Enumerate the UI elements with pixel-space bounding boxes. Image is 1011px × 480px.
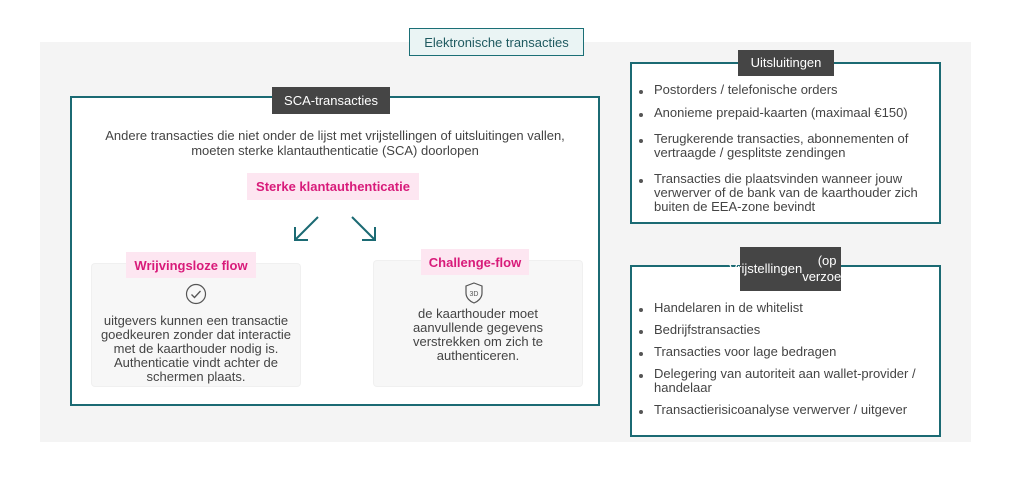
strong-authentication-label: Sterke klantauthenticatie [247, 173, 419, 200]
sca-transactions-label: SCA-transacties [272, 87, 390, 114]
shield-3d-icon: 3D [465, 282, 483, 304]
challenge-flow-label: Challenge-flow [421, 249, 529, 275]
challenge-flow-text: de kaarthouder moet aanvullende gegevens… [412, 306, 544, 363]
bullet-icon [639, 410, 643, 414]
frictionless-flow-text: uitgevers kunnen een transactie goedkeur… [100, 313, 292, 384]
bullet-icon [639, 330, 643, 334]
diagram-title: Elektronische transacties [409, 28, 584, 56]
bullet-icon [639, 90, 643, 94]
exemptions-subtitle: (op verzoek) [802, 253, 853, 284]
bullet-icon [639, 308, 643, 312]
exclusions-list: Postorders / telefonische orders Anoniem… [636, 0, 941, 480]
list-item: Postorders / telefonische orders [636, 83, 941, 97]
list-item: Transactierisicoanalyse verwerver / uitg… [636, 403, 941, 417]
exemptions-title: Vrijstellingen [728, 261, 803, 277]
exemptions-list: Handelaren in de whitelist Bedrijfstrans… [636, 0, 941, 480]
bullet-icon [639, 113, 643, 117]
list-item: Transacties voor lage bedragen [636, 345, 941, 359]
list-item: Terugkerende transacties, abonnementen o… [636, 132, 941, 160]
bullet-icon [639, 374, 643, 378]
exclusions-label: Uitsluitingen [738, 50, 834, 76]
list-item: Anonieme prepaid-kaarten (maximaal €150) [636, 106, 941, 120]
check-circle-icon [185, 283, 207, 305]
arrow-down-right-icon [351, 216, 376, 241]
challenge-flow-card [374, 261, 582, 386]
list-item: Bedrijfstransacties [636, 323, 941, 337]
svg-text:3D: 3D [470, 291, 479, 298]
sca-intro-text: Andere transacties die niet onder de lij… [105, 128, 565, 158]
exemptions-box [630, 265, 941, 437]
bullet-icon [639, 179, 643, 183]
bullet-icon [639, 352, 643, 356]
arrow-down-left-icon [294, 216, 319, 241]
frictionless-flow-label: Wrijvingsloze flow [126, 252, 256, 278]
exclusions-box [630, 62, 941, 224]
exemptions-label: Vrijstellingen (op verzoek) [729, 247, 852, 291]
list-item: Delegering van autoriteit aan wallet-pro… [636, 367, 941, 395]
list-item: Transacties die plaatsvinden wanneer jou… [636, 172, 941, 214]
bullet-icon [639, 139, 643, 143]
list-item: Handelaren in de whitelist [636, 301, 941, 315]
